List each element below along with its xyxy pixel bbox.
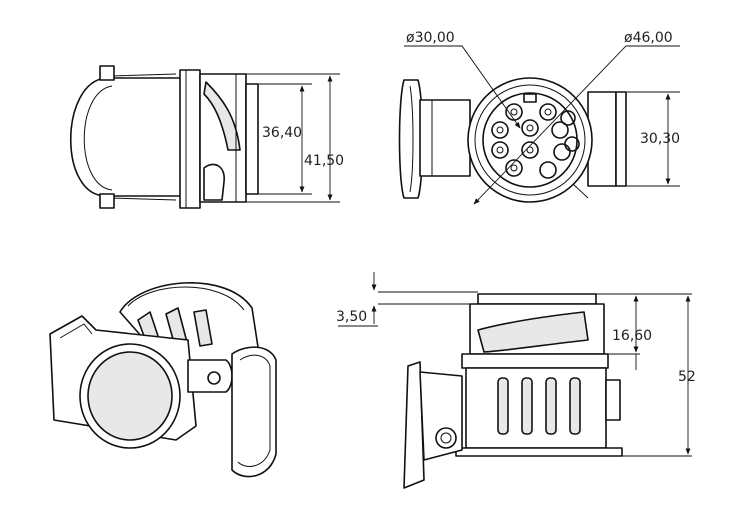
bottom-side-view: 3,50 16,60 52 [336,272,696,489]
top-lip [477,293,597,305]
cap-rim-lower [109,73,177,201]
dim-41-50-label: 41,50 [304,153,344,169]
pin [551,121,569,139]
pin-group [491,103,580,179]
lid-stem [419,99,471,177]
dim-3-50-label: 3,50 [336,309,367,325]
pin [491,141,509,159]
pin [539,161,557,179]
flip-lid [231,346,277,478]
pin [564,136,580,152]
pin [521,119,539,137]
cap-hinge-top [99,65,115,81]
rear-plate [245,83,259,195]
base [455,447,623,457]
housing-back [119,282,261,381]
socket-ring [474,84,586,196]
body-rib [203,81,241,151]
mid-ring [461,353,609,369]
lower-body [465,367,607,449]
pin [539,103,557,121]
dim-36-40-label: 36,40 [262,125,302,141]
latch-hook [203,163,225,201]
dim-d30-label: ø30,00 [406,30,455,46]
socket-key [523,93,537,103]
right-tab [605,379,621,421]
pin [505,159,523,177]
front-socket-view: ø30,00 ø46,00 30,30 [398,30,680,205]
cap-hinge-bottom [99,193,115,209]
pin [521,141,539,159]
dim-d46-leader [473,45,680,205]
dim-30-30-label: 30,30 [640,131,680,147]
perspective-view [49,282,277,478]
pin [491,121,509,139]
hinge-pin [435,427,457,449]
pin [560,110,576,126]
collar-rib [477,311,589,353]
side-lid [403,361,425,489]
flange [179,69,201,209]
dim-d46-label: ø46,00 [624,30,673,46]
cap-rim [83,85,113,191]
dim-16-60-label: 16,60 [612,328,652,344]
dim-d30-leader [404,45,521,129]
socket-inner [482,92,578,188]
cap-outline [70,77,194,197]
cap-face-inner [87,351,173,441]
pin [553,143,571,161]
dim-52-label: 52 [678,369,696,385]
left-side-view: 36,40 41,50 [70,65,344,209]
